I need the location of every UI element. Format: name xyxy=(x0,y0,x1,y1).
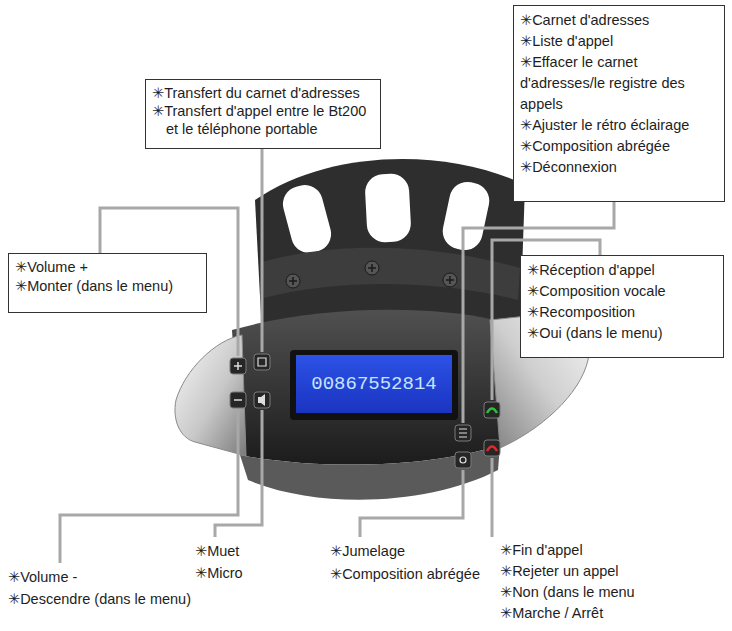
strap xyxy=(255,159,525,335)
callout-item: ✳Oui (dans le menu) xyxy=(527,323,717,344)
callout-item: ✳Monter (dans le menu) xyxy=(15,277,200,296)
callout-text: ✳Non (dans le menu xyxy=(500,582,635,602)
button xyxy=(254,392,270,408)
callout-item: ✳Composition vocale xyxy=(527,281,717,302)
callout-item: ✳Transfert du carnet d'adresses xyxy=(152,84,374,102)
transfer-icon xyxy=(258,358,266,366)
hangup-icon xyxy=(487,447,497,452)
device-body xyxy=(232,310,500,465)
callout-text: ✳Micro xyxy=(195,563,243,583)
callout-text: ✳Descendre (dans le menu) xyxy=(8,589,191,609)
callout-text: ✳Rejeter un appel xyxy=(500,561,619,581)
strap-slot xyxy=(439,179,492,254)
callout-item: ✳Liste d'appel xyxy=(520,31,718,52)
button xyxy=(455,425,471,441)
callout-item: ✳Déconnexion xyxy=(520,157,718,178)
pair-icon xyxy=(460,457,466,463)
leader-line xyxy=(261,140,264,352)
call-icon xyxy=(487,409,497,414)
screw-head xyxy=(286,274,300,288)
strap-band xyxy=(262,248,520,300)
callout-text: ✳Jumelage xyxy=(330,541,405,561)
callout-text: ✳Marche / Arrêt xyxy=(500,603,603,623)
strap-slot xyxy=(279,181,335,257)
callout-box: ✳Carnet d'adresses✳Liste d'appel✳Effacer… xyxy=(513,5,725,202)
button xyxy=(455,452,471,468)
callout-item: ✳Carnet d'adresses xyxy=(520,10,718,31)
button xyxy=(484,440,500,456)
screw-cross xyxy=(289,277,297,285)
minus-icon xyxy=(234,399,242,401)
button xyxy=(230,392,246,408)
callout-item: ✳Transfert d'appel entre le Bt200 et le … xyxy=(152,102,374,138)
screw xyxy=(443,273,457,287)
callout-box: ✳Transfert du carnet d'adresses✳Transfer… xyxy=(145,79,381,149)
device-underside xyxy=(240,445,500,500)
callout-box: ✳Volume +✳Monter (dans le menu) xyxy=(8,253,207,313)
callout-text: ✳Muet xyxy=(195,541,239,561)
leader-line xyxy=(491,458,494,537)
callout-item: ✳Volume + xyxy=(15,258,200,277)
strap-slot xyxy=(364,173,411,243)
screw-cross xyxy=(368,264,376,272)
display-reading: 00867552814 xyxy=(296,372,452,396)
callout-text: ✳Composition abrégée xyxy=(330,564,480,584)
button xyxy=(230,358,246,374)
callout-item: ✳Effacer le carnet d'adresses/le registr… xyxy=(520,52,718,115)
screw xyxy=(286,274,300,288)
screw xyxy=(365,261,379,275)
screw-cross xyxy=(446,276,454,284)
callout-item: ✳Ajuster le rétro éclairage xyxy=(520,115,718,136)
screen-bezel xyxy=(290,350,458,420)
leader-line xyxy=(60,410,238,563)
mute-icon xyxy=(258,394,265,406)
button xyxy=(484,402,500,418)
callout-item: ✳Recomposition xyxy=(527,302,717,323)
end-cap xyxy=(175,335,246,456)
lcd-screen xyxy=(296,355,452,413)
screw-head xyxy=(443,273,457,287)
menu-icon xyxy=(459,429,467,437)
callout-box: ✳Réception d'appel✳Composition vocale✳Re… xyxy=(520,255,724,358)
callout-item: ✳Réception d'appel xyxy=(527,260,717,281)
callout-text: ✳Fin d'appel xyxy=(500,540,583,560)
callout-text: ✳Volume - xyxy=(8,567,77,587)
button xyxy=(254,354,270,370)
callout-item: ✳Composition abrégée xyxy=(520,136,718,157)
leader-line xyxy=(360,470,463,537)
leader-line xyxy=(215,410,262,537)
screw-head xyxy=(365,261,379,275)
plus-icon xyxy=(234,362,242,370)
